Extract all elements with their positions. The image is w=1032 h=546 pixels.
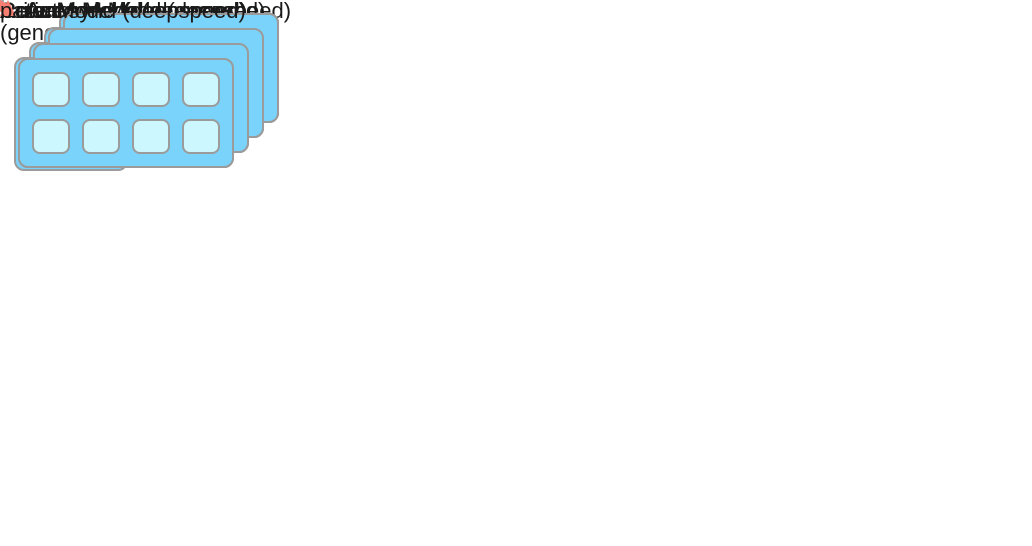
gpu-cell (132, 119, 170, 154)
param-sync-legend-arrowhead-icon (0, 0, 11, 12)
gpu-cell (182, 119, 220, 154)
gpu-grid (20, 60, 232, 166)
param-sync-legend-label: param sync (0, 0, 114, 23)
critic-model-box (0, 0, 279, 168)
gpu-cell (132, 72, 170, 107)
gpu-cell (32, 119, 70, 154)
gpu-cell (32, 72, 70, 107)
gpu-cell (82, 119, 120, 154)
gpu-cell (182, 72, 220, 107)
critic-model-title: Critic Model (deepspeed) (0, 0, 246, 23)
gpu-card (18, 58, 234, 168)
gpu-cell (82, 72, 120, 107)
